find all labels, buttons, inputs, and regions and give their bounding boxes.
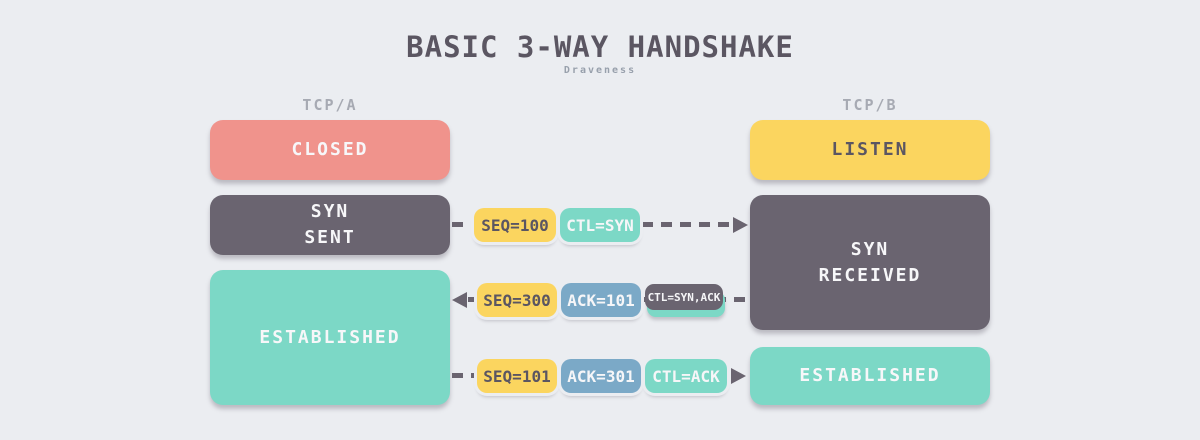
state-label: SYN [850,238,890,260]
page-subtitle: Draveness [563,65,637,76]
state-box-syn-sent: SYN SENT [210,195,450,255]
state-label: SENT [304,227,356,248]
state-label: SYN [310,201,350,222]
pill-ctl-syn-ack-label: CTL=SYN,ACK [645,284,723,310]
page-title: BASIC 3-WAY HANDSHAKE [406,30,794,64]
state-label: LISTEN [831,139,909,160]
pill-ack-301: ACK=301 [561,359,641,393]
pill-seq-101: SEQ=101 [477,359,557,393]
state-box-listen: LISTEN [750,120,990,180]
arrow-right-icon [733,217,748,233]
state-label: ESTABLISHED [799,365,941,386]
column-header-tcp-b: TCP/B [842,96,898,114]
pill-seq-300: SEQ=300 [477,283,557,317]
pill-seq-100: SEQ=100 [474,208,556,242]
state-box-closed: CLOSED [210,120,450,180]
pill-ctl-syn: CTL=SYN [560,208,640,242]
arrow-left-icon [452,292,467,308]
pill-ctl-ack: CTL=ACK [645,359,727,393]
column-header-tcp-a: TCP/A [302,96,358,114]
state-label: ESTABLISHED [259,326,401,348]
state-box-established-b: ESTABLISHED [750,347,990,405]
arrow-right-icon [731,368,746,384]
state-box-established-a: ESTABLISHED [210,270,450,405]
pill-ack-101: ACK=101 [561,283,641,317]
state-label: RECEIVED [818,264,922,286]
state-box-syn-received: SYN RECEIVED [750,195,990,330]
pill-ctl-syn-ack: CTL=SYN,ACK [645,284,725,317]
state-label: CLOSED [291,139,369,160]
